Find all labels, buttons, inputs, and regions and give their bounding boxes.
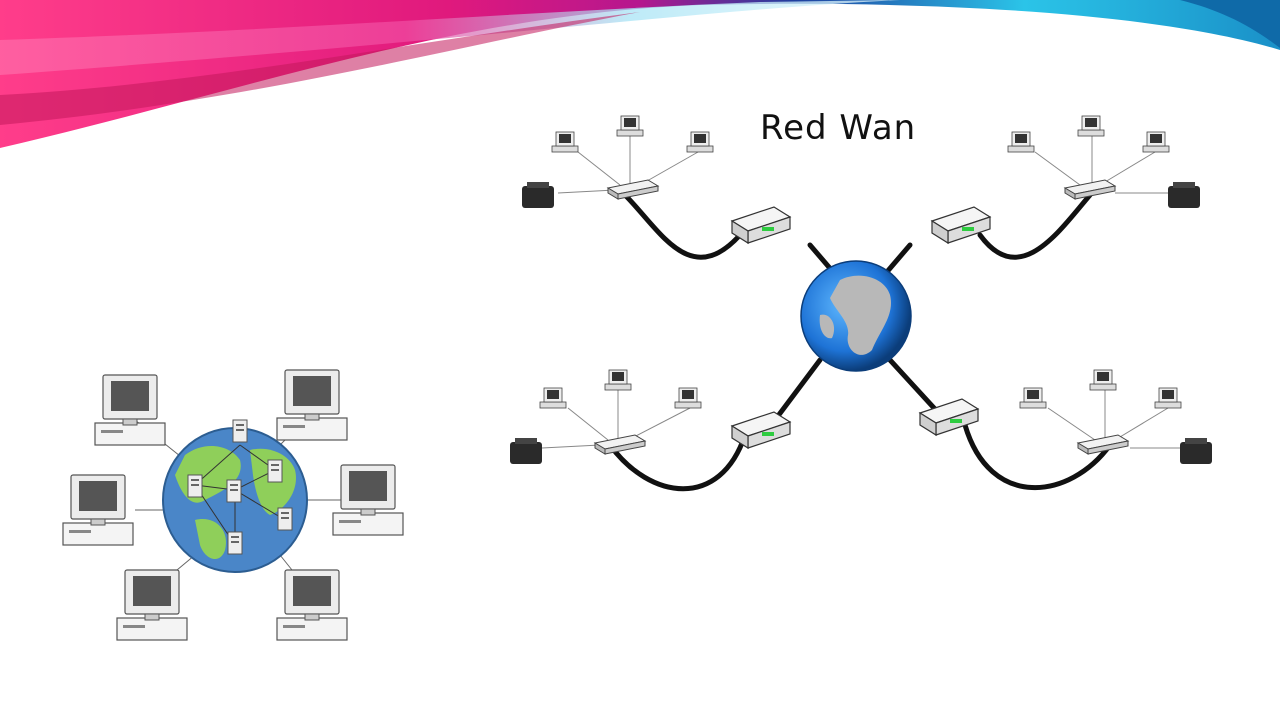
switch-icon: [607, 179, 659, 200]
switch-icon: [1064, 179, 1116, 200]
printer-icon: [522, 182, 554, 208]
router-icon: [731, 411, 791, 449]
globe-icon: [800, 260, 912, 372]
switch-icon: [1077, 434, 1129, 455]
computer-icon: [276, 369, 348, 441]
computer-icon: [94, 374, 166, 446]
computer-icon: [116, 569, 188, 641]
switch-icon: [594, 434, 646, 455]
wan-title: Red Wan: [760, 108, 917, 148]
computer-icon: [332, 464, 404, 536]
internet-diagram: [62, 369, 404, 641]
printer-icon: [1168, 182, 1200, 208]
router-icon: [731, 206, 791, 244]
decorative-banner: [0, 0, 1280, 148]
computer-icon: [62, 474, 134, 546]
printer-icon: [1180, 438, 1212, 464]
printer-icon: [510, 438, 542, 464]
computer-icon: [276, 569, 348, 641]
wan-diagram: [510, 115, 1212, 492]
